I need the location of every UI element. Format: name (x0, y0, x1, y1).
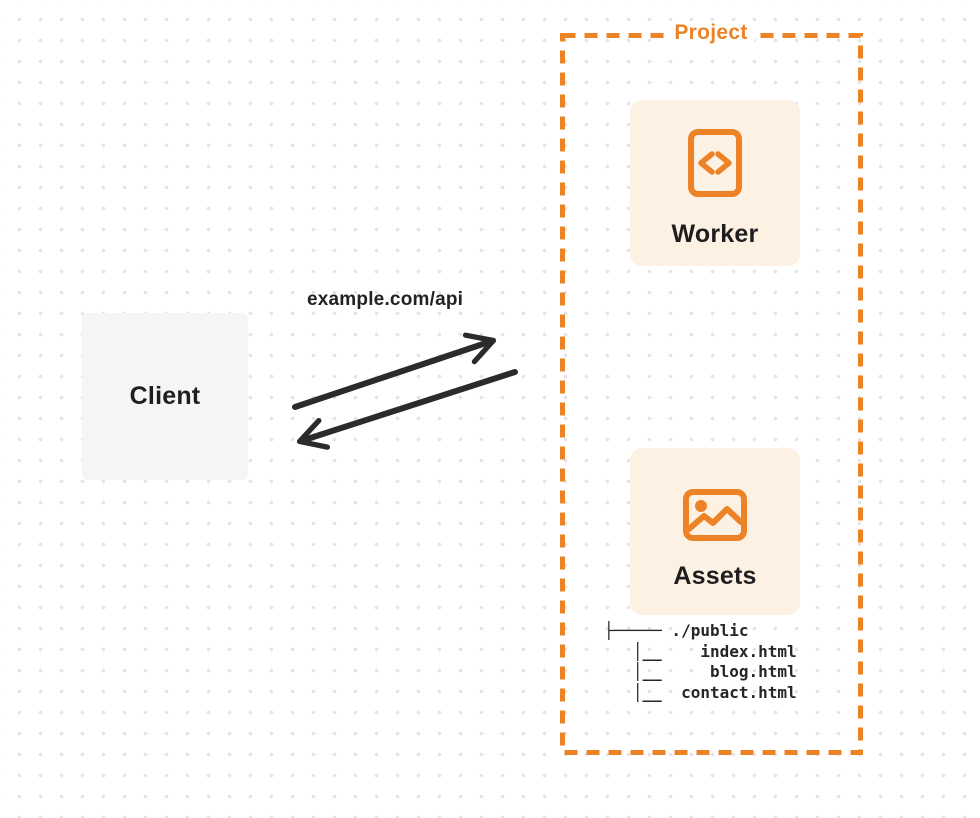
response-arrow (296, 369, 518, 450)
client-node: Client (82, 313, 248, 480)
client-label: Client (129, 382, 201, 410)
file-tree-item: │__ index.html (604, 641, 797, 661)
request-arrow (292, 332, 497, 410)
file-tree-item: │__ contact.html (604, 682, 797, 702)
request-url-label: example.com/api (307, 289, 464, 310)
assets-label: Assets (673, 562, 757, 590)
worker-label: Worker (671, 220, 759, 248)
request-response-arrows (292, 332, 518, 450)
project-label: Project (667, 21, 755, 45)
file-tree-root: ├───── ./public (604, 621, 749, 640)
assets-node: Assets (630, 448, 800, 615)
file-tree-item: │__ blog.html (604, 662, 797, 681)
file-tree: ├───── ./public │__ index.html │__ blog.… (604, 621, 797, 703)
worker-node: Worker (630, 100, 800, 266)
image-icon (682, 488, 748, 542)
code-file-icon (687, 128, 743, 198)
